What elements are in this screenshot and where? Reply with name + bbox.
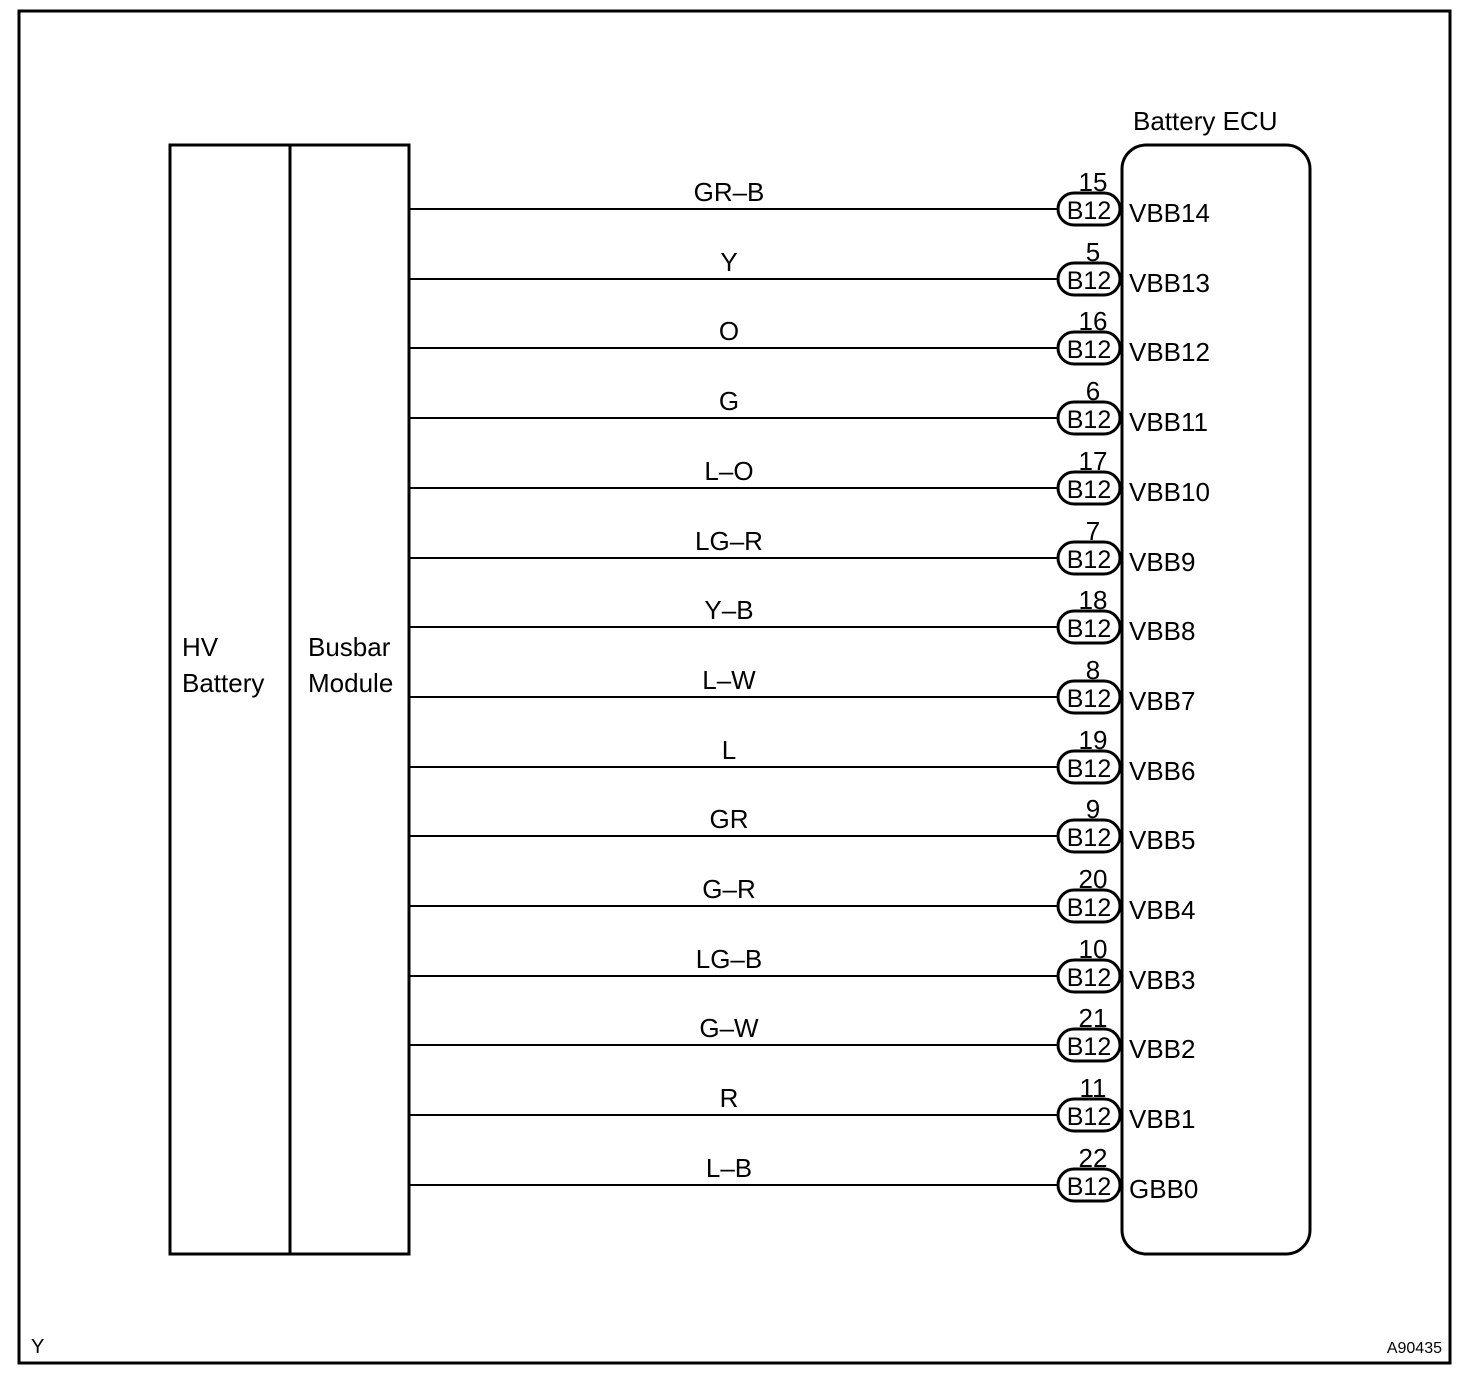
ecu-terminal-label: VBB1 <box>1129 1104 1196 1134</box>
wire-color-label: LG–R <box>695 526 763 556</box>
ecu-terminal-label: VBB12 <box>1129 337 1210 367</box>
connector-code: B12 <box>1067 197 1111 225</box>
connector-code: B12 <box>1067 824 1111 852</box>
connector-oval <box>1056 888 1122 924</box>
connector-pin-number: 9 <box>1086 794 1100 824</box>
connector-code: B12 <box>1067 685 1111 713</box>
busbar-module-label-line1: Busbar <box>308 632 391 662</box>
ecu-terminal-label: GBB0 <box>1129 1174 1198 1204</box>
connector-oval <box>1056 470 1122 506</box>
connector-pin-number: 5 <box>1086 237 1100 267</box>
footer-left-code: Y <box>31 1336 44 1358</box>
connector-oval <box>1056 958 1122 994</box>
connector-pin-number: 6 <box>1086 376 1100 406</box>
connector-oval <box>1056 1097 1122 1133</box>
battery-ecu-block <box>1120 143 1312 1256</box>
connector-code: B12 <box>1067 615 1111 643</box>
wire-color-label: G–R <box>702 874 755 904</box>
connector-oval <box>1056 749 1122 785</box>
wire-color-label: GR <box>710 804 749 834</box>
hv-battery-label-line1: HV <box>182 632 219 662</box>
wire-color-label: L–B <box>706 1153 752 1183</box>
connector-oval <box>1056 1027 1122 1063</box>
hv-battery-block <box>168 143 292 1256</box>
wire-color-label: L–W <box>702 665 756 695</box>
connector-oval <box>1056 540 1122 576</box>
connector-code: B12 <box>1067 755 1111 783</box>
connector-oval <box>1056 191 1122 227</box>
connector-oval <box>1056 818 1122 854</box>
busbar-module-label-line2: Module <box>308 668 393 698</box>
ecu-terminal-label: VBB3 <box>1129 965 1196 995</box>
connector-code: B12 <box>1067 964 1111 992</box>
busbar-module-block <box>288 143 411 1256</box>
wire-color-label: LG–B <box>696 944 763 974</box>
connector-pin-number: 7 <box>1086 516 1100 546</box>
wire-color-label: GR–B <box>694 177 765 207</box>
connector-code: B12 <box>1067 894 1111 922</box>
connector-oval <box>1056 609 1122 645</box>
ecu-terminal-label: VBB10 <box>1129 477 1210 507</box>
ecu-terminal-label: VBB7 <box>1129 686 1196 716</box>
connector-code: B12 <box>1067 1103 1111 1131</box>
footer-right-code: A90435 <box>1387 1340 1442 1357</box>
connector-code: B12 <box>1067 476 1111 504</box>
wire-color-label: Y <box>720 247 737 277</box>
ecu-terminal-label: VBB5 <box>1129 825 1196 855</box>
wire-color-label: G–W <box>699 1013 759 1043</box>
connector-oval <box>1056 330 1122 366</box>
ecu-terminal-label: VBB2 <box>1129 1034 1196 1064</box>
connector-code: B12 <box>1067 546 1111 574</box>
connector-oval <box>1056 679 1122 715</box>
wire-color-label: L <box>722 735 736 765</box>
connector-oval <box>1056 400 1122 436</box>
wire-color-label: L–O <box>704 456 753 486</box>
outer-frame <box>17 9 1452 1365</box>
wire-color-label: R <box>720 1083 739 1113</box>
wire-color-label: O <box>719 316 739 346</box>
connector-code: B12 <box>1067 406 1111 434</box>
wire-color-label: Y–B <box>704 595 753 625</box>
hv-battery-label-line2: Battery <box>182 668 264 698</box>
wire-color-label: G <box>719 386 739 416</box>
connector-code: B12 <box>1067 1173 1111 1201</box>
connector-oval <box>1056 1167 1122 1203</box>
ecu-terminal-label: VBB6 <box>1129 756 1196 786</box>
connector-code: B12 <box>1067 267 1111 295</box>
ecu-terminal-label: VBB8 <box>1129 616 1196 646</box>
connector-pin-number: 8 <box>1086 655 1100 685</box>
ecu-terminal-label: VBB9 <box>1129 547 1196 577</box>
ecu-terminal-label: VBB14 <box>1129 198 1210 228</box>
ecu-terminal-label: VBB13 <box>1129 268 1210 298</box>
connector-code: B12 <box>1067 336 1111 364</box>
ecu-terminal-label: VBB4 <box>1129 895 1196 925</box>
connector-oval <box>1056 261 1122 297</box>
battery-ecu-title: Battery ECU <box>1133 106 1278 136</box>
connector-code: B12 <box>1067 1033 1111 1061</box>
ecu-terminal-label: VBB11 <box>1129 407 1208 437</box>
